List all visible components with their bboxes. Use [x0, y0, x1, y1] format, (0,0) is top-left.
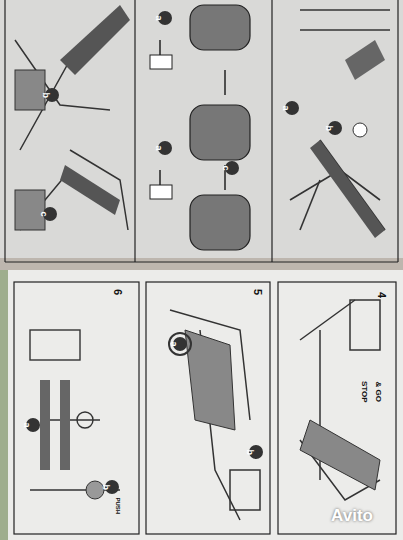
button-label-holder: PUSH [123, 498, 129, 515]
callout-letter: c [39, 211, 48, 216]
step-number-holder: 6 [117, 289, 128, 296]
callout-letter-holder: c [46, 211, 55, 217]
callout-letter-holder: b [48, 92, 57, 98]
button-label: PUSH [114, 498, 120, 515]
step-number: 5 [252, 289, 263, 295]
callout-letter: a [169, 341, 178, 346]
callout-letter: b [324, 125, 333, 131]
step-number-holder: 5 [257, 289, 268, 296]
callout-letter: a [22, 422, 31, 427]
watermark-holder: Avito [331, 507, 373, 524]
callout-letter-holder: b [252, 449, 261, 455]
callout-letter-holder: a [161, 145, 170, 151]
callout-letter: a [154, 145, 163, 150]
watermark: Avito [331, 507, 373, 524]
callout-letter-holder: a [176, 341, 185, 347]
step-number: 6 [112, 289, 123, 295]
callout-letter-holder: b [108, 484, 117, 490]
callout-letter: b [41, 92, 50, 98]
brake-label: STOP [360, 381, 368, 403]
callout-letter-holder: c [228, 165, 237, 171]
brake-label: & GO [373, 382, 381, 402]
callout-letter: a [281, 105, 290, 110]
callout-letter-holder: a [288, 105, 297, 111]
callout-letter: b [101, 484, 110, 490]
callout-letter-holder: a [29, 422, 38, 428]
step-number-holder: 4 [381, 292, 392, 299]
step-number: 4 [376, 292, 387, 298]
callout-letter-holder: b [331, 125, 340, 131]
callout-letter: c [221, 165, 230, 170]
brake-label-holder: & GO [381, 382, 389, 403]
callout-letter: a [154, 15, 163, 20]
callout-letter: b [245, 449, 254, 455]
callout-letter-holder: a [161, 15, 170, 21]
